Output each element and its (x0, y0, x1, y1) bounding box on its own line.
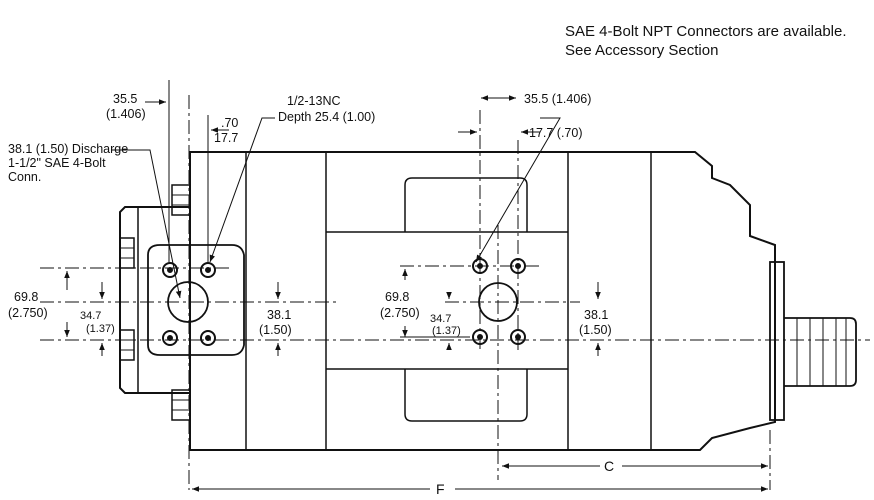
left-bolt-mm: 17.7 (214, 131, 238, 145)
middle-dimension-lines (400, 95, 601, 356)
splined-shaft (769, 261, 857, 421)
left-dimension-lines (64, 80, 281, 356)
discharge-bolt-holes (162, 262, 216, 346)
pump-body (189, 151, 776, 451)
right-port-dia-mm: 38.1 (584, 308, 608, 322)
discharge-label-1: 38.1 (1.50) Discharge (8, 142, 128, 156)
note-line-1: SAE 4-Bolt NPT Connectors are available. (565, 23, 847, 40)
left-offset-in: (1.406) (106, 107, 146, 121)
right-port-dia-in: (1.50) (579, 323, 612, 337)
note-line-2: See Accessory Section (565, 42, 719, 59)
discharge-label-2: 1-1/2" SAE 4-Bolt (8, 156, 106, 170)
thread-label-1: 1/2-13NC (287, 94, 341, 108)
left-half-spacing-in: (1.37) (86, 323, 115, 335)
left-half-spacing-mm: 34.7 (80, 310, 101, 322)
overall-dimension-lines (192, 463, 768, 492)
mid-half-spacing-mm: 34.7 (430, 313, 451, 325)
dimension-f: F (436, 481, 445, 497)
dimension-labels: 35.5 (1.406) .70 17.7 38.1 (1.50) Discha… (8, 92, 614, 497)
mid-bolt-spacing-mm: 69.8 (385, 290, 409, 304)
left-bolt-spacing-in: (2.750) (8, 306, 48, 320)
left-bolt-spacing-mm: 69.8 (14, 290, 38, 304)
availability-note: SAE 4-Bolt NPT Connectors are available.… (565, 22, 847, 60)
right-bolt: 17.7 (.70) (529, 126, 583, 140)
left-bolt-in: .70 (221, 116, 238, 130)
thread-label-2: Depth 25.4 (1.00) (278, 110, 375, 124)
discharge-label-3: Conn. (8, 170, 41, 184)
right-offset: 35.5 (1.406) (524, 92, 591, 106)
mid-bolt-spacing-in: (2.750) (380, 306, 420, 320)
dimension-c: C (604, 458, 614, 474)
centerlines (40, 95, 870, 490)
mid-half-spacing-in: (1.37) (432, 325, 461, 337)
left-offset-mm: 35.5 (113, 92, 137, 106)
left-port-dia-mm: 38.1 (267, 308, 291, 322)
left-port-dia-in: (1.50) (259, 323, 292, 337)
